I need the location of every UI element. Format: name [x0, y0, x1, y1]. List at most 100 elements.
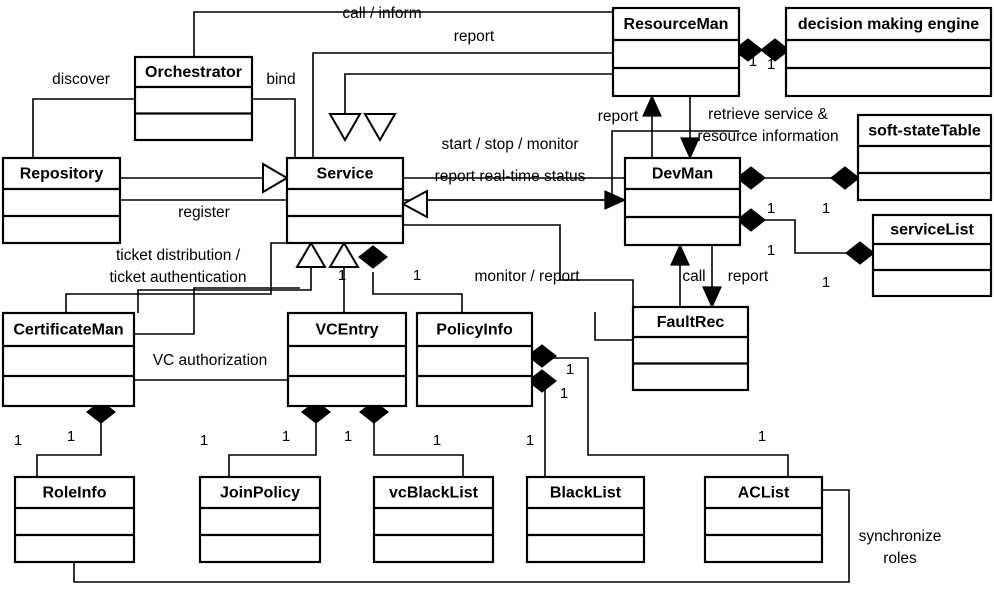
multiplicity-m-vcentry-vcbl-src: 1 — [344, 428, 352, 445]
class-name-aclist: ACList — [738, 485, 790, 502]
class-box-devman[interactable]: DevMan — [623, 156, 742, 247]
multiplicity-m-devman-svclist-right: 1 — [822, 274, 830, 291]
class-box-faultrec[interactable]: FaultRec — [631, 305, 750, 392]
class-box-outline-servicelist — [871, 213, 993, 298]
multiplicity-m-policyinfo-bottom: 1 — [560, 385, 568, 402]
generalization-triangle-down-tri-service-top-right — [363, 113, 397, 143]
class-box-outline-resourceman — [611, 6, 741, 98]
edge-label-register: register — [178, 204, 230, 221]
class-name-resourceman: ResourceMan — [624, 16, 729, 33]
edge-label-report-realtime: report real-time status — [435, 168, 586, 185]
connector-certificateman-vc-auth-vcentry — [134, 287, 300, 335]
class-box-softstatetable[interactable]: soft-stateTable — [856, 113, 993, 202]
class-box-outline-softstatetable — [856, 113, 993, 202]
edge-label-report-top: report — [454, 28, 495, 45]
connector-faultrec-policyinfo-link — [594, 312, 633, 341]
class-box-outline-aclist — [703, 475, 824, 564]
class-name-orchestrator: Orchestrator — [145, 64, 242, 81]
connector-policyinfo-aclist — [545, 357, 789, 477]
class-box-outline-blacklist — [525, 475, 646, 564]
multiplicity-m-service-policyinfo: 1 — [413, 267, 421, 284]
composition-diamond-dia-devman-right-soft — [736, 166, 766, 190]
class-box-policyinfo[interactable]: PolicyInfo — [415, 311, 534, 408]
generalization-triangle-down-tri-service-top-left — [328, 113, 362, 143]
edge-label-ticket-line1: ticket distribution / — [116, 247, 241, 264]
class-box-orchestrator[interactable]: Orchestrator — [133, 55, 254, 142]
composition-diamond-dia-servicelist-left — [845, 241, 875, 265]
class-box-outline-roleinfo — [13, 475, 136, 564]
connector-devman-servicelist-assoc — [740, 219, 873, 254]
connector-orchestrator-bind-service — [252, 98, 296, 158]
class-name-joinpolicy: JoinPolicy — [220, 485, 300, 502]
composition-diamond-dia-devman-right-svc — [736, 208, 766, 232]
arrowhead-arrow-faultrec-devman-call — [670, 243, 690, 266]
generalization-triangle-up-tri-service-bottom-right — [328, 241, 360, 268]
class-box-outline-orchestrator — [133, 55, 254, 142]
generalization-triangle-up-tri-service-bottom-left — [295, 241, 327, 268]
class-box-vcentry[interactable]: VCEntry — [286, 311, 408, 408]
class-name-roleinfo: RoleInfo — [43, 485, 107, 502]
edge-label-discover: discover — [52, 71, 110, 88]
edge-label-vc-authorization: VC authorization — [153, 352, 268, 369]
connector-service-monitor-faultrec — [403, 224, 634, 307]
class-box-blacklist[interactable]: BlackList — [525, 475, 646, 564]
multiplicity-m-vcentry-join-src: 1 — [282, 428, 290, 445]
class-box-outline-repository — [1, 156, 122, 245]
class-name-vcblacklist: vcBlackList — [389, 485, 479, 502]
class-name-faultrec: FaultRec — [657, 314, 725, 331]
class-box-certificateman[interactable]: CertificateMan — [1, 311, 136, 408]
arrowhead-arrow-devman-resourceman — [642, 94, 662, 117]
class-name-devman: DevMan — [652, 166, 713, 183]
class-box-joinpolicy[interactable]: JoinPolicy — [198, 475, 322, 564]
class-name-repository: Repository — [20, 166, 104, 183]
multiplicity-m-vcentry-join-dst: 1 — [200, 432, 208, 449]
class-box-service[interactable]: Service — [285, 156, 405, 245]
edge-label-monitor-report: monitor / report — [474, 268, 580, 285]
class-box-resourceman[interactable]: ResourceMan — [611, 6, 741, 98]
arrowhead-arrow-devman-faultrec-report — [702, 286, 722, 309]
arrowhead-arrow-service-devman-realtime — [604, 190, 627, 210]
class-box-repository[interactable]: Repository — [1, 156, 122, 245]
class-box-outline-certificateman — [1, 311, 136, 408]
multiplicity-m-resman-decision-right: 1 — [767, 56, 775, 73]
multiplicity-m-vcentry-vcbl-dst: 1 — [433, 432, 441, 449]
class-name-servicelist: serviceList — [890, 222, 974, 239]
connector-certificateman-roleinfo — [36, 418, 102, 477]
class-name-blacklist: BlackList — [550, 485, 622, 502]
class-box-layer: Orchestrator ResourceMan decision making e… — [1, 6, 993, 564]
connector-service-ticket-certificateman — [65, 242, 295, 313]
class-box-vcblacklist[interactable]: vcBlackList — [372, 475, 495, 564]
edge-label-bind: bind — [266, 71, 295, 88]
class-box-outline-policyinfo — [415, 311, 534, 408]
generalization-triangle-right-tri-repository-service — [262, 162, 289, 194]
class-name-softstatetable: soft-stateTable — [868, 123, 981, 140]
edge-label-report-devman: report — [598, 108, 639, 125]
connector-vcentry-joinpolicy — [228, 418, 317, 477]
class-box-roleinfo[interactable]: RoleInfo — [13, 475, 136, 564]
class-box-outline-devman — [623, 156, 742, 247]
multiplicity-m-blacklist: 1 — [526, 432, 534, 449]
edge-label-report-faultrec: report — [728, 268, 769, 285]
class-name-certificateman: CertificateMan — [13, 322, 123, 339]
edge-label-synchronize-line2: roles — [883, 550, 917, 567]
class-box-outline-service — [285, 156, 405, 245]
arrowhead-arrow-resourceman-devman — [680, 137, 700, 160]
class-box-aclist[interactable]: ACList — [703, 475, 824, 564]
multiplicity-m-devman-svclist-left: 1 — [767, 242, 775, 259]
generalization-triangle-left-tri-devman-service — [400, 189, 428, 219]
class-box-servicelist[interactable]: serviceList — [871, 213, 993, 298]
class-box-decision[interactable]: decision making engine — [784, 6, 993, 98]
multiplicity-m-certman-roleinfo-dst: 1 — [14, 432, 22, 449]
connector-repository-discover-orchestrator — [32, 98, 135, 158]
multiplicity-m-devman-soft-right: 1 — [822, 200, 830, 217]
multiplicity-m-resman-decision-left: 1 — [749, 53, 757, 70]
class-box-outline-decision — [784, 6, 993, 98]
class-box-outline-vcblacklist — [372, 475, 495, 564]
class-name-policyinfo: PolicyInfo — [436, 322, 513, 339]
multiplicity-m-devman-soft-left: 1 — [767, 200, 775, 217]
class-box-outline-joinpolicy — [198, 475, 322, 564]
edge-label-call-faultrec: call — [682, 268, 705, 285]
